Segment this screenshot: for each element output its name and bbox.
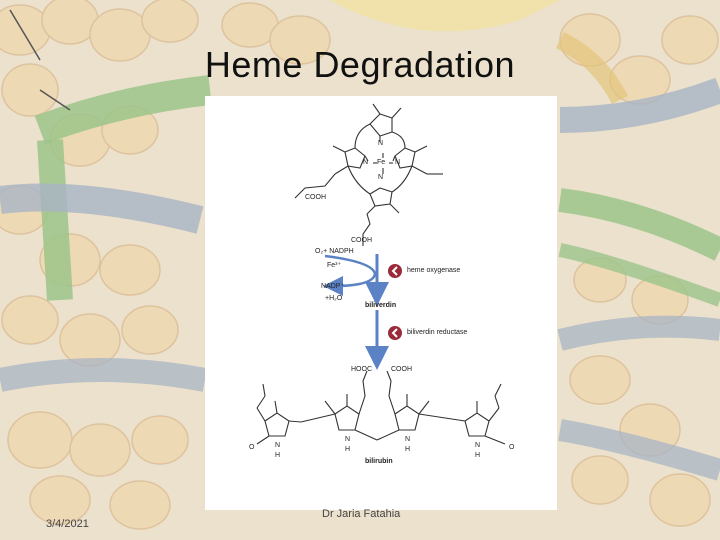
bilirubin-h1-label: H (275, 452, 281, 459)
heme-cooh-right-label: COOH (351, 237, 372, 244)
slide-title: Heme Degradation (204, 44, 516, 85)
heme-fe-label: Fe (377, 159, 386, 166)
bilirubin-n3-label: N (405, 436, 411, 443)
slide-author: Dr Jaria Fatahia (322, 508, 401, 520)
bilirubin-cooh-label: COOH (391, 366, 412, 373)
heme-structure (294, 103, 443, 246)
bilirubin-n2-label: N (345, 436, 351, 443)
bilirubin-h2-label: H (345, 446, 351, 453)
heme-n-left-label: N (363, 159, 369, 166)
bilirubin-name-label: bilirubin (365, 458, 393, 465)
reaction-outputs-1: NADP⁺ (321, 283, 345, 290)
reaction-outputs-2: +H₂O (325, 295, 343, 302)
slide-date: 3/4/2021 (46, 518, 89, 530)
heme-oxygenase-enzyme-icon (388, 264, 402, 278)
bilirubin-structure (256, 370, 506, 445)
cofactor-arrow-in (324, 254, 377, 275)
bilirubin-o-right-label: O (509, 444, 515, 451)
pathway-diagram (256, 103, 506, 445)
heme-n-top-label: N (378, 140, 384, 147)
reaction-inputs-2: Fe³⁺ (327, 262, 342, 269)
bilirubin-n1-label: N (275, 442, 281, 449)
heme-degradation-figure: N N Fe N N COOH COOH O₂+ NADPH Fe³⁺ NADP… (205, 96, 557, 510)
bilirubin-o-left-label: O (249, 444, 255, 451)
biliverdin-label: biliverdin (365, 302, 397, 309)
biliverdin-reductase-enzyme-icon (388, 326, 402, 340)
bilirubin-h3-label: H (405, 446, 411, 453)
heme-n-right-label: N (395, 159, 401, 166)
heme-cooh-left-label: COOH (305, 194, 326, 201)
heme-oxygenase-label: heme oxygenase (407, 267, 461, 274)
bilirubin-n4-label: N (475, 442, 481, 449)
biliverdin-reductase-label: biliverdin reductase (407, 329, 468, 336)
reaction-inputs-1: O₂+ NADPH (315, 248, 354, 255)
cofactor-arrow-out (323, 273, 377, 296)
bilirubin-hooc-label: HOOC (351, 366, 372, 373)
heme-n-bottom-label: N (378, 174, 384, 181)
bilirubin-h4-label: H (475, 452, 481, 459)
